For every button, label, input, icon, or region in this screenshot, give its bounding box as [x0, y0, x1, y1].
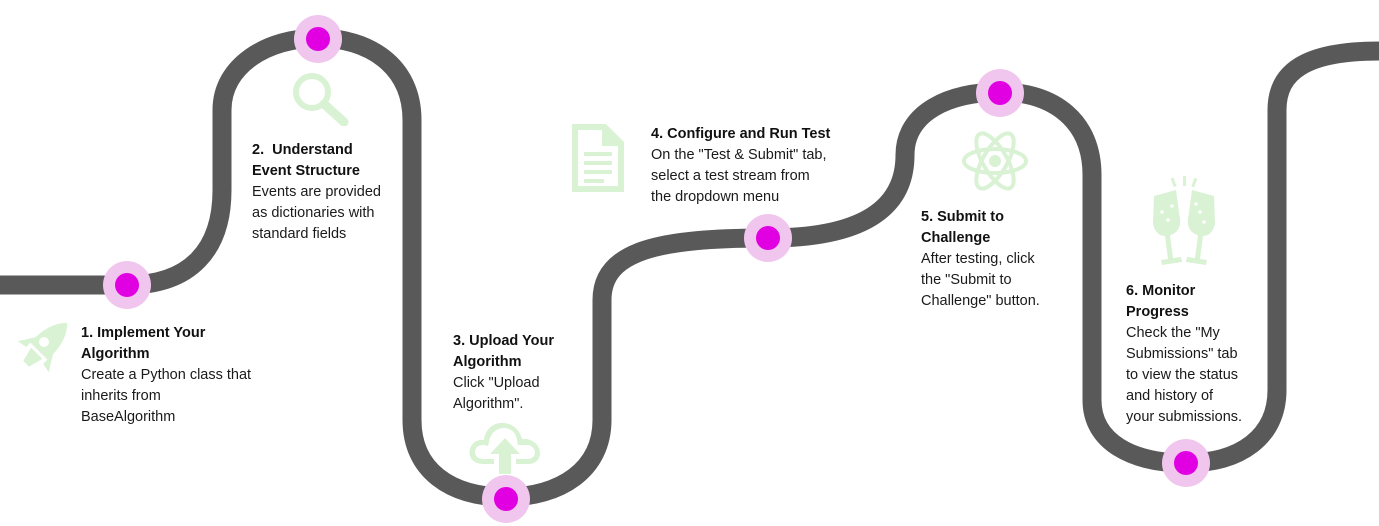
- step-1-title: 1. Implement Your Algorithm: [81, 323, 251, 365]
- rocket-icon: [6, 308, 76, 390]
- step-3-desc-line: Click "Upload: [453, 375, 540, 391]
- step-6-title: 6. Monitor Progress: [1126, 281, 1242, 323]
- step-2-desc-line: as dictionaries with: [252, 205, 375, 221]
- step-5-desc-line: After testing, click: [921, 251, 1035, 267]
- step-6-description: Check the "My Submissions" tab to view t…: [1126, 323, 1242, 428]
- step-1-desc-line: BaseAlgorithm: [81, 409, 176, 425]
- step-6-title-line: 6. Monitor: [1126, 283, 1196, 299]
- step-4-title-line: 4. Configure and Run Test: [651, 126, 831, 142]
- step-2-desc-line: Events are provided: [252, 184, 381, 200]
- step-6-desc-line: Check the "My: [1126, 325, 1220, 341]
- step-1-desc-line: inherits from: [81, 388, 161, 404]
- step-4: 4. Configure and Run Test On the "Test &…: [651, 124, 830, 208]
- step-4-description: On the "Test & Submit" tab, select a tes…: [651, 145, 830, 208]
- champagne-icon: [1148, 176, 1220, 272]
- step-2-title-line: Event Structure: [252, 163, 360, 179]
- step-4-desc-line: On the "Test & Submit" tab,: [651, 147, 827, 163]
- step-3-desc-line: Algorithm".: [453, 396, 524, 412]
- step-5-title-line: Challenge: [921, 230, 991, 246]
- step-2-desc-line: standard fields: [252, 226, 347, 242]
- milestone-6: [1162, 439, 1210, 487]
- step-1-title-line: 1. Implement Your: [81, 325, 206, 341]
- step-1-desc-line: Create a Python class that: [81, 367, 252, 383]
- step-2-title-line: 2. Understand: [252, 142, 353, 158]
- milestone-5: [976, 69, 1024, 117]
- step-4-desc-line: select a test stream from: [651, 168, 810, 184]
- step-4-desc-line: the dropdown menu: [651, 189, 780, 205]
- step-3: 3. Upload Your Algorithm Click "Upload A…: [453, 331, 554, 415]
- step-4-title: 4. Configure and Run Test: [651, 124, 830, 145]
- step-5-title-line: 5. Submit to: [921, 209, 1004, 225]
- step-3-title: 3. Upload Your Algorithm: [453, 331, 554, 373]
- milestone-2: [294, 15, 342, 63]
- step-3-description: Click "Upload Algorithm".: [453, 373, 554, 415]
- atom-icon: [960, 124, 1030, 198]
- milestone-1: [103, 261, 151, 309]
- milestone-3: [482, 475, 530, 523]
- magnifier-icon: [288, 70, 350, 126]
- step-6-desc-line: your submissions.: [1126, 409, 1243, 425]
- step-1-description: Create a Python class that inherits from…: [81, 365, 251, 428]
- step-2-description: Events are provided as dictionaries with…: [252, 182, 381, 245]
- step-5-desc-line: Challenge" button.: [921, 293, 1040, 309]
- step-3-title-line: 3. Upload Your: [453, 333, 554, 349]
- step-5-description: After testing, click the "Submit to Chal…: [921, 249, 1040, 312]
- milestone-4: [744, 214, 792, 262]
- document-icon: [570, 122, 626, 194]
- cloud-upload-icon: [466, 418, 544, 476]
- step-6-desc-line: Submissions" tab: [1126, 346, 1238, 362]
- step-5: 5. Submit to Challenge After testing, cl…: [921, 207, 1040, 312]
- step-6-title-line: Progress: [1126, 304, 1189, 320]
- step-6: 6. Monitor Progress Check the "My Submis…: [1126, 281, 1242, 428]
- step-6-desc-line: and history of: [1126, 388, 1214, 404]
- step-6-desc-line: to view the status: [1126, 367, 1239, 383]
- step-2-title: 2. Understand Event Structure: [252, 140, 381, 182]
- step-5-title: 5. Submit to Challenge: [921, 207, 1040, 249]
- step-5-desc-line: the "Submit to: [921, 272, 1012, 288]
- step-1: 1. Implement Your Algorithm Create a Pyt…: [81, 323, 251, 428]
- step-3-title-line: Algorithm: [453, 354, 522, 370]
- step-2: 2. Understand Event Structure Events are…: [252, 140, 381, 245]
- step-1-title-line: Algorithm: [81, 346, 150, 362]
